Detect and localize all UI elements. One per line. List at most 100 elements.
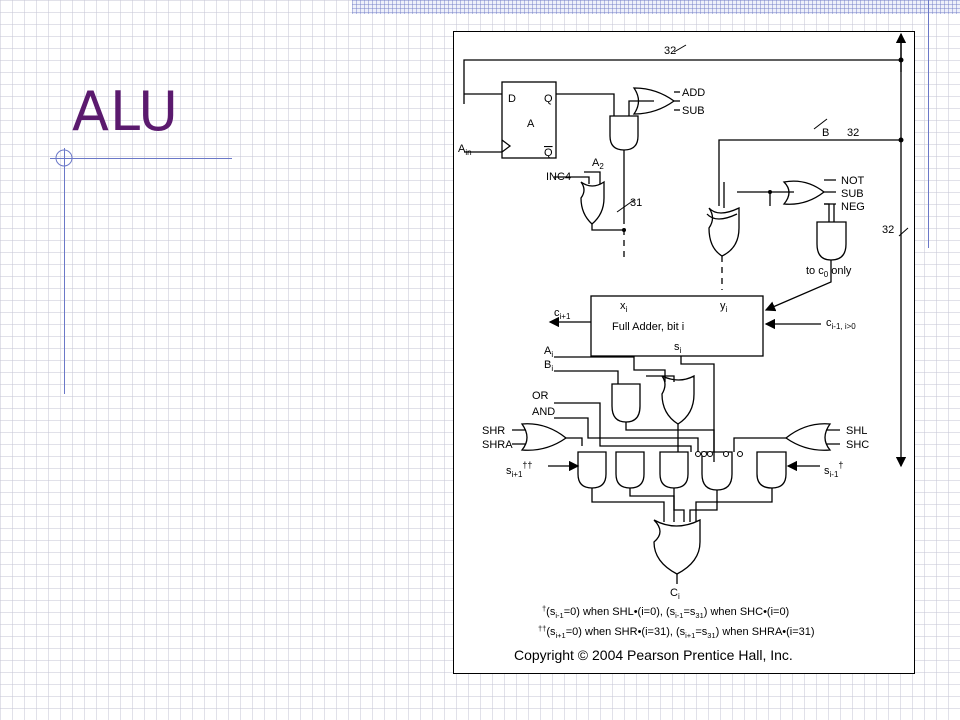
and-control-label: AND [532,406,555,418]
top-bus-width-label: 32 [664,45,676,57]
s-right-mark: † [838,460,843,470]
top-bus-line [463,59,901,104]
ai-label-sub: i [551,350,553,359]
bi-label: B [544,359,551,371]
svg-text:to c0 only: to c0 only [806,265,852,279]
bi-label-sub: i [551,364,553,373]
right-decor-rule [928,0,929,248]
fn2-part: i+1 [556,631,566,640]
svg-text:yi: yi [720,300,728,314]
fn2-part: ) when SHRA•(i=31) [716,626,815,638]
inc4-or-gate [580,180,605,225]
register-clock-glyph [501,139,512,153]
to-co-and-gate [816,221,847,261]
shr-shra-or-gate [520,423,568,451]
register-qbar-label: Q [544,147,553,159]
fn2-part: =s [695,626,707,638]
and-gate-4 [701,451,733,491]
shl-control-label: SHL [846,425,867,437]
shr-control-label: SHR [482,425,505,437]
crosshair-ornament-icon [55,149,73,167]
adder-s-sub: i [680,346,682,355]
fn1-part: i-1 [675,611,683,620]
fn2-part: 31 [707,631,715,640]
b-bus-line [718,139,901,206]
shra-control-label: SHRA [482,439,513,451]
to-co-label-tail: only [828,265,852,277]
fn2-part: †† [538,624,546,633]
register-a-box [501,81,557,159]
a2-label-sub: 2 [599,162,604,171]
svg-text:ci-1, i>0: ci-1, i>0 [826,317,856,331]
ai-label: A [544,345,552,357]
footnote-2: ††(si+1=0) when SHR•(i=31), (si+1=s31) w… [538,624,815,640]
fn2-part: (s [546,626,556,638]
alu-diagram-figure: 32 B 32 32 31 D Q A Q Ain ADD SUB INC4 A… [453,31,915,674]
and-gate-3 [659,451,689,489]
s-right-label: s [824,465,830,477]
b-xor-gate [708,206,740,257]
carry-in-sub: i-1, i>0 [832,322,857,331]
fn2-part: =0) when SHR•(i=31), (s [566,626,686,638]
top-decor-bar [352,0,960,14]
left-vertical-rule [64,148,65,394]
clock-label-sub: in [465,148,471,157]
adder-x-label: x [620,300,626,312]
right-bus-width-label: 32 [882,224,894,236]
fn1-part: ) when SHC•(i=0) [704,606,789,618]
add-control-label: ADD [682,87,705,99]
register-a-label: A [527,118,535,130]
inc4-control-label: INC4 [546,171,571,183]
s-left-sub: i+1 [512,470,523,479]
shl-shc-or-gate [784,423,832,451]
svg-text:si-1†: si-1† [824,460,843,479]
adder-x-sub: i [626,305,628,314]
s-left-label: s [506,465,512,477]
ci-output-sub: i [678,592,680,601]
svg-text:si+1††: si+1†† [506,460,532,479]
svg-text:ci+1: ci+1 [554,307,571,321]
and-gate-1 [577,451,607,489]
logic-or-gate [661,374,695,425]
fn2-part: i+1 [685,631,695,640]
carry-out-sub: i+1 [560,312,571,321]
to-co-label-sub: 0 [824,270,829,279]
sub-control-label: SUB [682,105,705,117]
logic-and-gate [611,383,641,423]
reg-and-gate [609,115,639,151]
footnote-1: †(si-1=0) when SHL•(i=0), (si-1=s31) whe… [542,604,789,620]
clock-label: A [458,143,466,155]
or-control-label: OR [532,390,549,402]
fn1-part: † [542,604,546,613]
fn1-part: (s [546,606,556,618]
neg-control-label: NEG [841,201,865,213]
register-q-label: Q [544,93,553,105]
b-bus-width-label: 32 [847,127,859,139]
shc-control-label: SHC [846,439,869,451]
s-right-sub: i-1 [830,470,839,479]
alu-circuit-diagram: 32 B 32 32 31 D Q A Q Ain ADD SUB INC4 A… [458,32,909,663]
final-or-gate [653,518,701,575]
svg-text:Ain: Ain [458,143,472,157]
fn1-part: =s [683,606,695,618]
adder-y-label: y [720,300,726,312]
title-underline [50,158,232,159]
slide-title: ALU [72,80,179,143]
svg-text:Ai: Ai [544,345,553,359]
svg-text:si: si [674,341,682,355]
x-bus-width-label: 31 [630,197,642,209]
not-sub-neg-or-gate [782,180,826,205]
carry-out-label: c [554,307,560,319]
a2-label: A [592,157,600,169]
svg-text:A2: A2 [592,157,604,171]
adder-y-sub: i [726,305,728,314]
full-adder-box [590,295,764,357]
copyright-notice: Copyright © 2004 Pearson Prentice Hall, … [514,647,793,663]
adder-s-label: s [674,341,680,353]
svg-text:Bi: Bi [544,359,553,373]
sub-control-label-2: SUB [841,188,864,200]
svg-text:Ci: Ci [670,587,680,601]
b-bus-label: B [822,127,829,139]
fn1-part: i-1 [555,611,563,620]
and-gate-5 [756,451,787,489]
